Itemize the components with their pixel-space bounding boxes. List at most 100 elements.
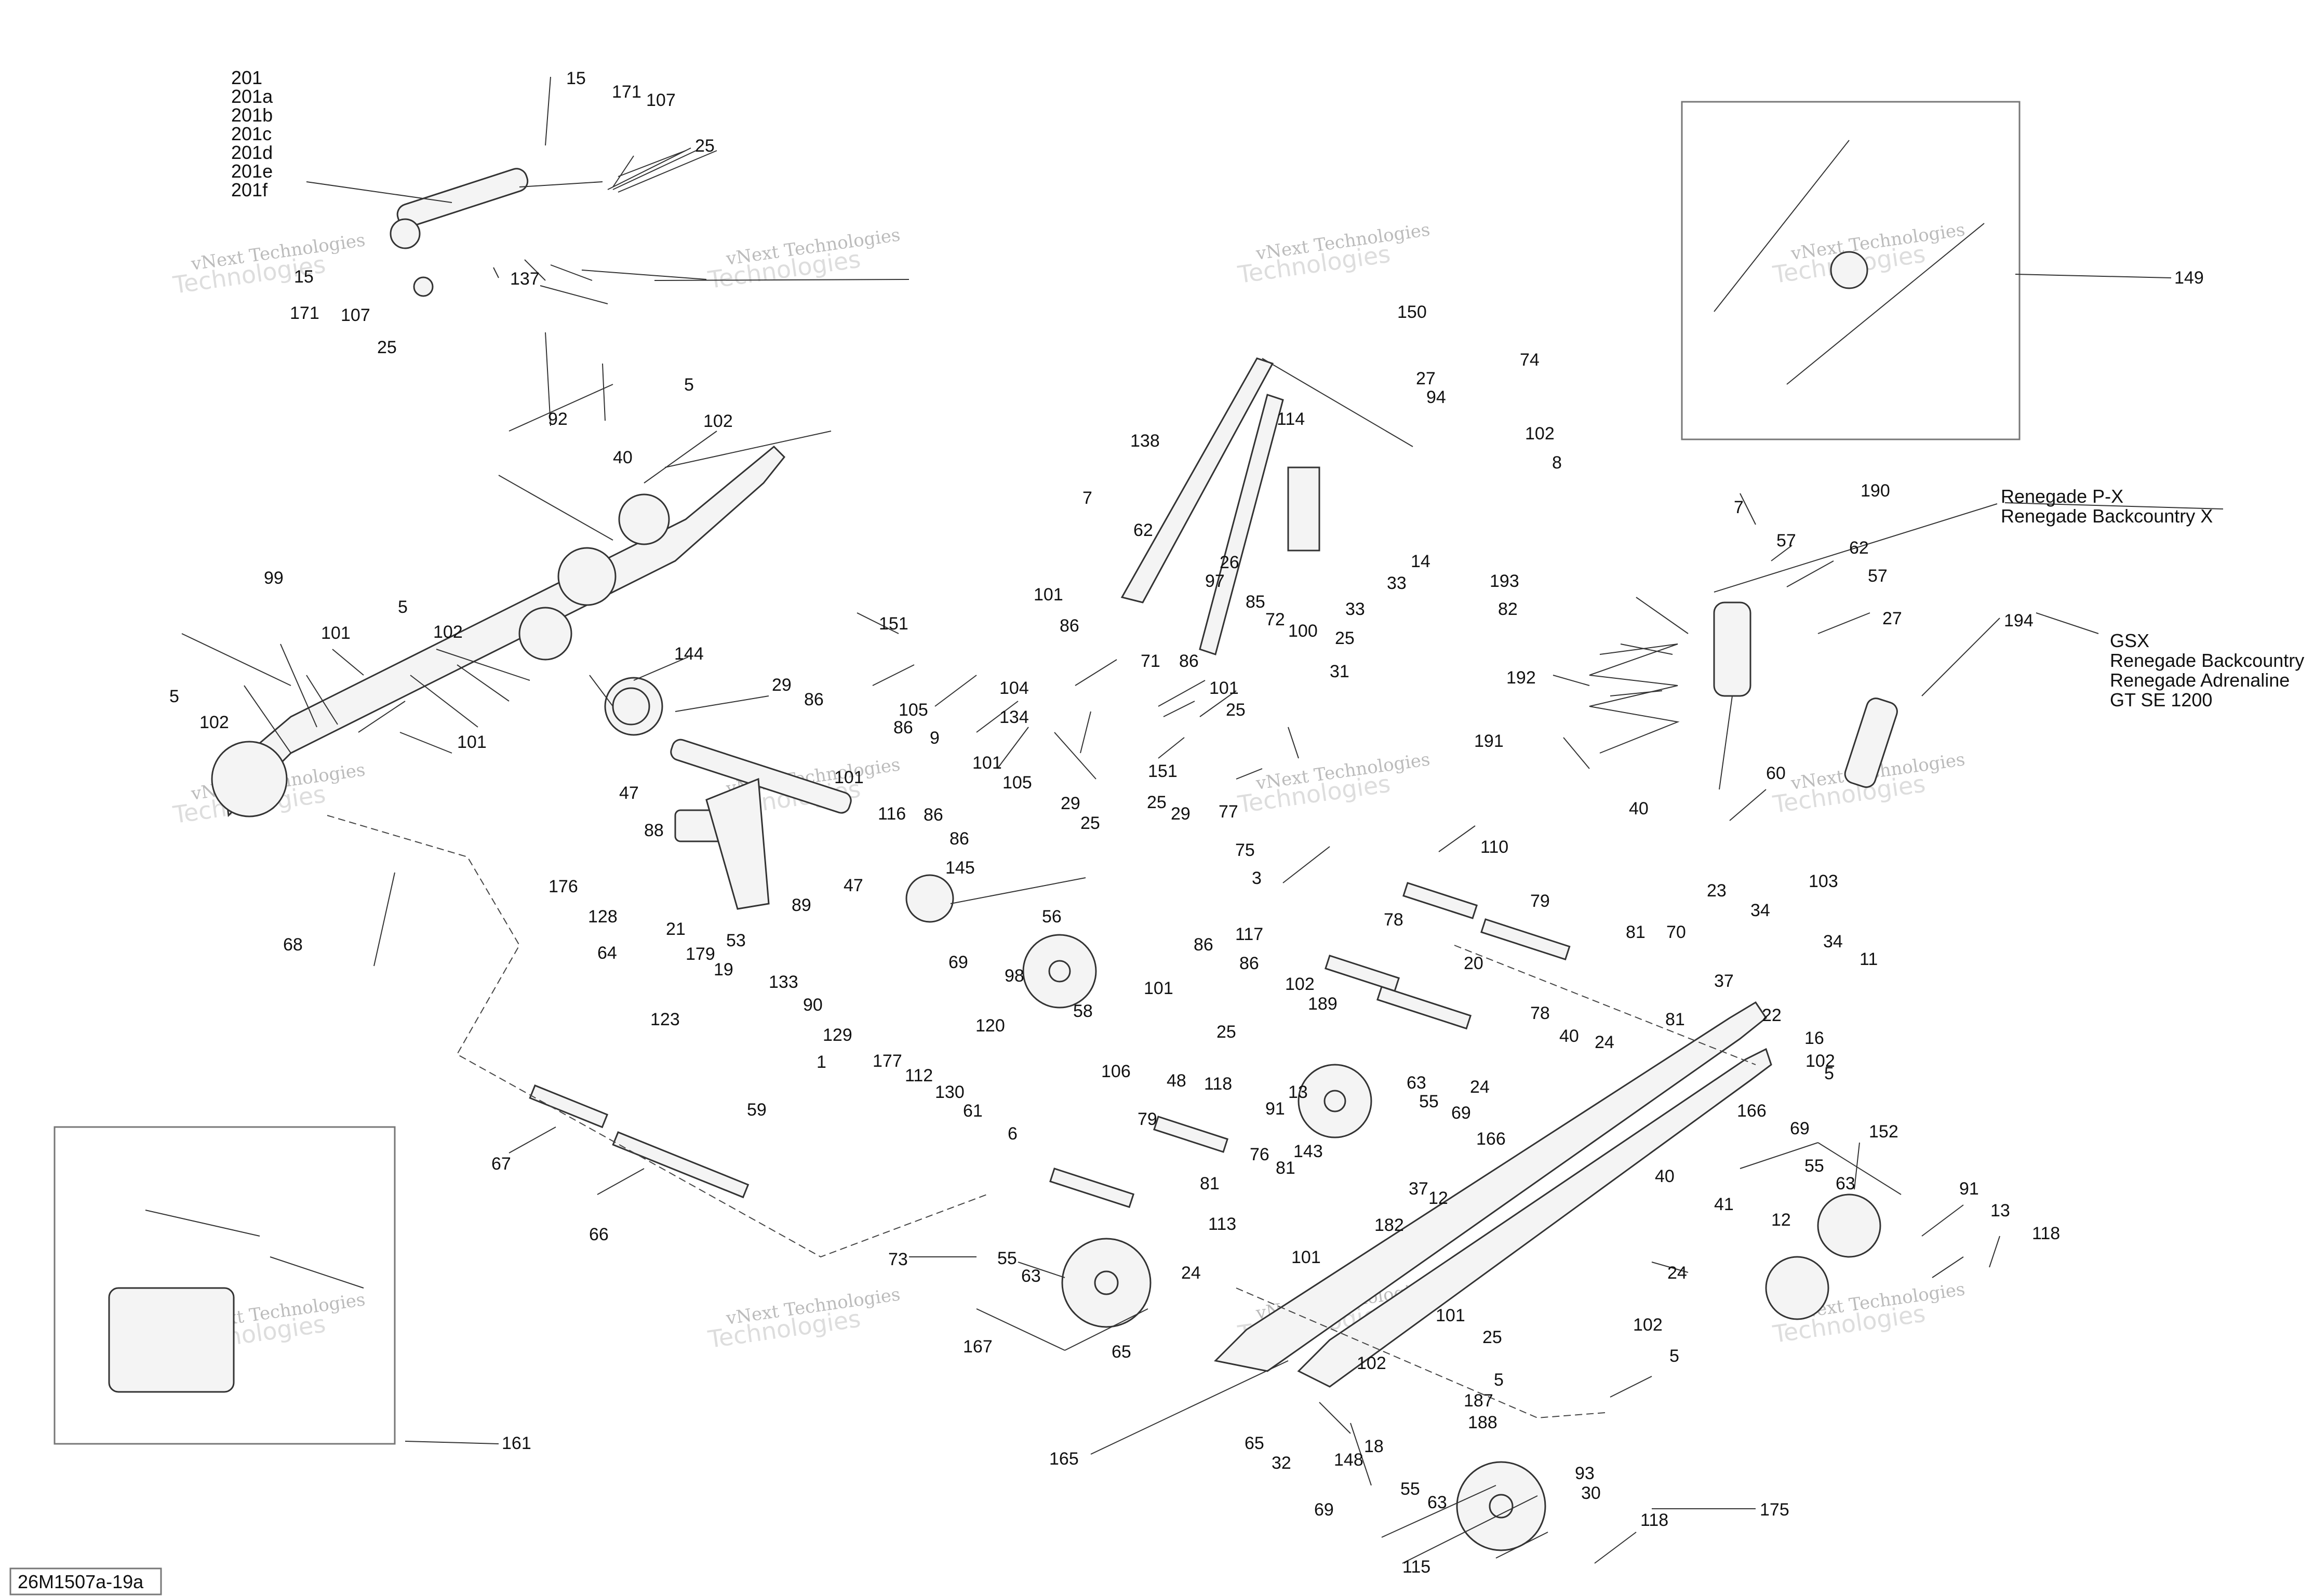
callout-118: 118 xyxy=(1640,1510,1668,1530)
callout-93: 93 xyxy=(1575,1464,1595,1483)
callout-91: 91 xyxy=(1265,1099,1285,1119)
figure-code-box xyxy=(9,1567,162,1595)
callout-32: 32 xyxy=(1272,1453,1291,1473)
callout-70: 70 xyxy=(1666,922,1686,942)
callout-102: 102 xyxy=(433,622,463,642)
callout-86: 86 xyxy=(949,829,969,849)
callout-25: 25 xyxy=(1147,793,1167,812)
callout-101: 101 xyxy=(457,732,487,752)
callout-40: 40 xyxy=(1655,1166,1675,1186)
callout-89: 89 xyxy=(792,895,811,915)
callout-101: 101 xyxy=(1436,1306,1465,1325)
callout-189: 189 xyxy=(1308,994,1337,1014)
inset-frame-161 xyxy=(53,1126,396,1445)
callout-88: 88 xyxy=(644,821,664,840)
rear-shock-190 xyxy=(1589,601,1751,790)
callout-118: 118 xyxy=(2032,1224,2060,1243)
callout-176: 176 xyxy=(549,877,578,896)
callout-40: 40 xyxy=(1559,1026,1579,1046)
callout-92: 92 xyxy=(548,409,568,429)
callout-41: 41 xyxy=(1714,1195,1734,1214)
callout-190: 190 xyxy=(1861,481,1890,501)
callout-102: 102 xyxy=(703,411,733,431)
callout-77: 77 xyxy=(1219,802,1238,822)
left-rail xyxy=(181,445,786,817)
callout-115: 115 xyxy=(1402,1557,1430,1577)
callout-90: 90 xyxy=(803,995,823,1015)
callout-19: 19 xyxy=(714,960,733,980)
callout-16: 16 xyxy=(1804,1028,1824,1048)
callout-86: 86 xyxy=(893,718,913,737)
callout-15: 15 xyxy=(294,267,314,287)
callout-165: 165 xyxy=(1049,1449,1079,1469)
callout-101: 101 xyxy=(834,768,864,787)
callout-31: 31 xyxy=(1330,662,1349,681)
callout-118: 118 xyxy=(1204,1074,1232,1094)
callout-187: 187 xyxy=(1464,1391,1493,1411)
callout-123: 123 xyxy=(650,1010,680,1029)
callout-182: 182 xyxy=(1374,1215,1404,1235)
shock-194-model-2: Renegade Backcountry xyxy=(2110,650,2304,671)
callout-101: 101 xyxy=(1291,1248,1321,1267)
callout-86: 86 xyxy=(1239,954,1259,973)
callout-101: 101 xyxy=(321,623,351,643)
callout-69: 69 xyxy=(1314,1500,1334,1520)
callout-5: 5 xyxy=(1824,1064,1834,1083)
callout-78: 78 xyxy=(1384,910,1403,930)
callout-101: 101 xyxy=(1034,585,1063,605)
callout-143: 143 xyxy=(1293,1142,1323,1161)
callout-75: 75 xyxy=(1235,840,1255,860)
callout-53: 53 xyxy=(726,931,746,950)
callout-171: 171 xyxy=(612,82,641,102)
callout-63: 63 xyxy=(1021,1266,1041,1286)
callout-14: 14 xyxy=(1411,552,1430,571)
callout-133: 133 xyxy=(769,972,798,992)
callout-201b: 201b xyxy=(231,104,273,126)
callout-151: 151 xyxy=(1148,761,1178,781)
callout-59: 59 xyxy=(747,1100,767,1120)
callout-112: 112 xyxy=(905,1066,933,1085)
figure-code: 26M1507a-19a xyxy=(18,1571,144,1592)
callout-103: 103 xyxy=(1809,871,1838,891)
callout-57: 57 xyxy=(1776,531,1796,551)
callout-113: 113 xyxy=(1208,1214,1236,1234)
callout-101: 101 xyxy=(972,753,1002,773)
callout-40: 40 xyxy=(613,448,633,467)
callout-120: 120 xyxy=(975,1016,1005,1036)
callout-102: 102 xyxy=(1633,1315,1663,1335)
callout-74: 74 xyxy=(1520,350,1540,370)
callout-150: 150 xyxy=(1397,302,1427,322)
callout-201c: 201c xyxy=(231,123,272,144)
callout-27: 27 xyxy=(1882,609,1902,628)
callout-5: 5 xyxy=(684,375,694,395)
callout-24: 24 xyxy=(1470,1077,1490,1097)
callout-97: 97 xyxy=(1205,571,1225,591)
callout-67: 67 xyxy=(491,1154,511,1174)
callout-3: 3 xyxy=(1252,868,1262,888)
callout-64: 64 xyxy=(597,943,617,963)
callout-27: 27 xyxy=(1416,369,1436,388)
callout-7: 7 xyxy=(1082,488,1092,508)
callout-86: 86 xyxy=(1060,616,1079,636)
right-rail xyxy=(1213,1001,1772,1388)
callout-13: 13 xyxy=(1288,1082,1308,1102)
callout-60: 60 xyxy=(1766,763,1786,783)
callout-79: 79 xyxy=(1530,891,1550,911)
callout-81: 81 xyxy=(1665,1010,1685,1029)
callout-102: 102 xyxy=(199,713,229,732)
callout-116: 116 xyxy=(878,804,906,824)
callout-37: 37 xyxy=(1714,971,1734,991)
callout-166: 166 xyxy=(1737,1101,1767,1121)
shock-absorber-201 xyxy=(390,168,603,297)
callout-40: 40 xyxy=(1629,799,1649,819)
callout-201e: 201e xyxy=(231,160,273,182)
callout-20: 20 xyxy=(1464,954,1483,973)
part-shapes xyxy=(108,140,1985,1551)
callout-179: 179 xyxy=(686,944,715,964)
callout-128: 128 xyxy=(588,907,618,927)
callout-69: 69 xyxy=(1451,1103,1471,1123)
callout-5: 5 xyxy=(1669,1346,1679,1366)
callout-73: 73 xyxy=(888,1250,908,1269)
callout-47: 47 xyxy=(619,783,639,803)
callout-106: 106 xyxy=(1101,1062,1131,1081)
